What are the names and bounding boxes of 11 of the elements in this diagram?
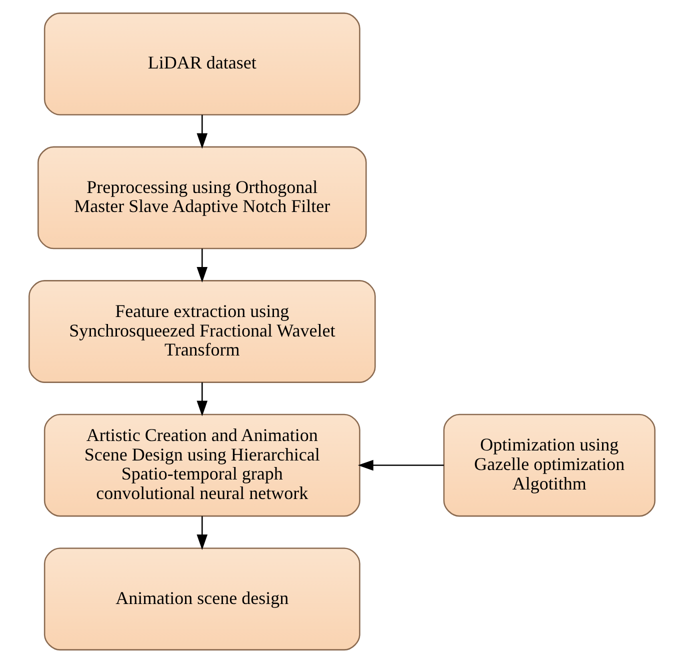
node-box: Artistic Creation and Animation Scene Design using Hierarchical Spatio-temporal graph convolutional neural network [44, 414, 360, 517]
arrow [196, 382, 208, 416]
node-box: Optimization using Gazelle optimization Algotithm [443, 414, 656, 517]
arrow [358, 460, 444, 471]
arrow [196, 114, 208, 149]
node-box: Animation scene design [44, 548, 360, 650]
node-box: Feature extraction using Synchrosqueezed Fractional Wavelet Transform [28, 280, 376, 383]
node-box: Preprocessing using Orthogonal Master Slave Adaptive Notch Filter [38, 146, 367, 250]
arrow [196, 248, 208, 282]
node-box: LiDAR dataset [44, 12, 360, 116]
arrow [196, 516, 208, 550]
